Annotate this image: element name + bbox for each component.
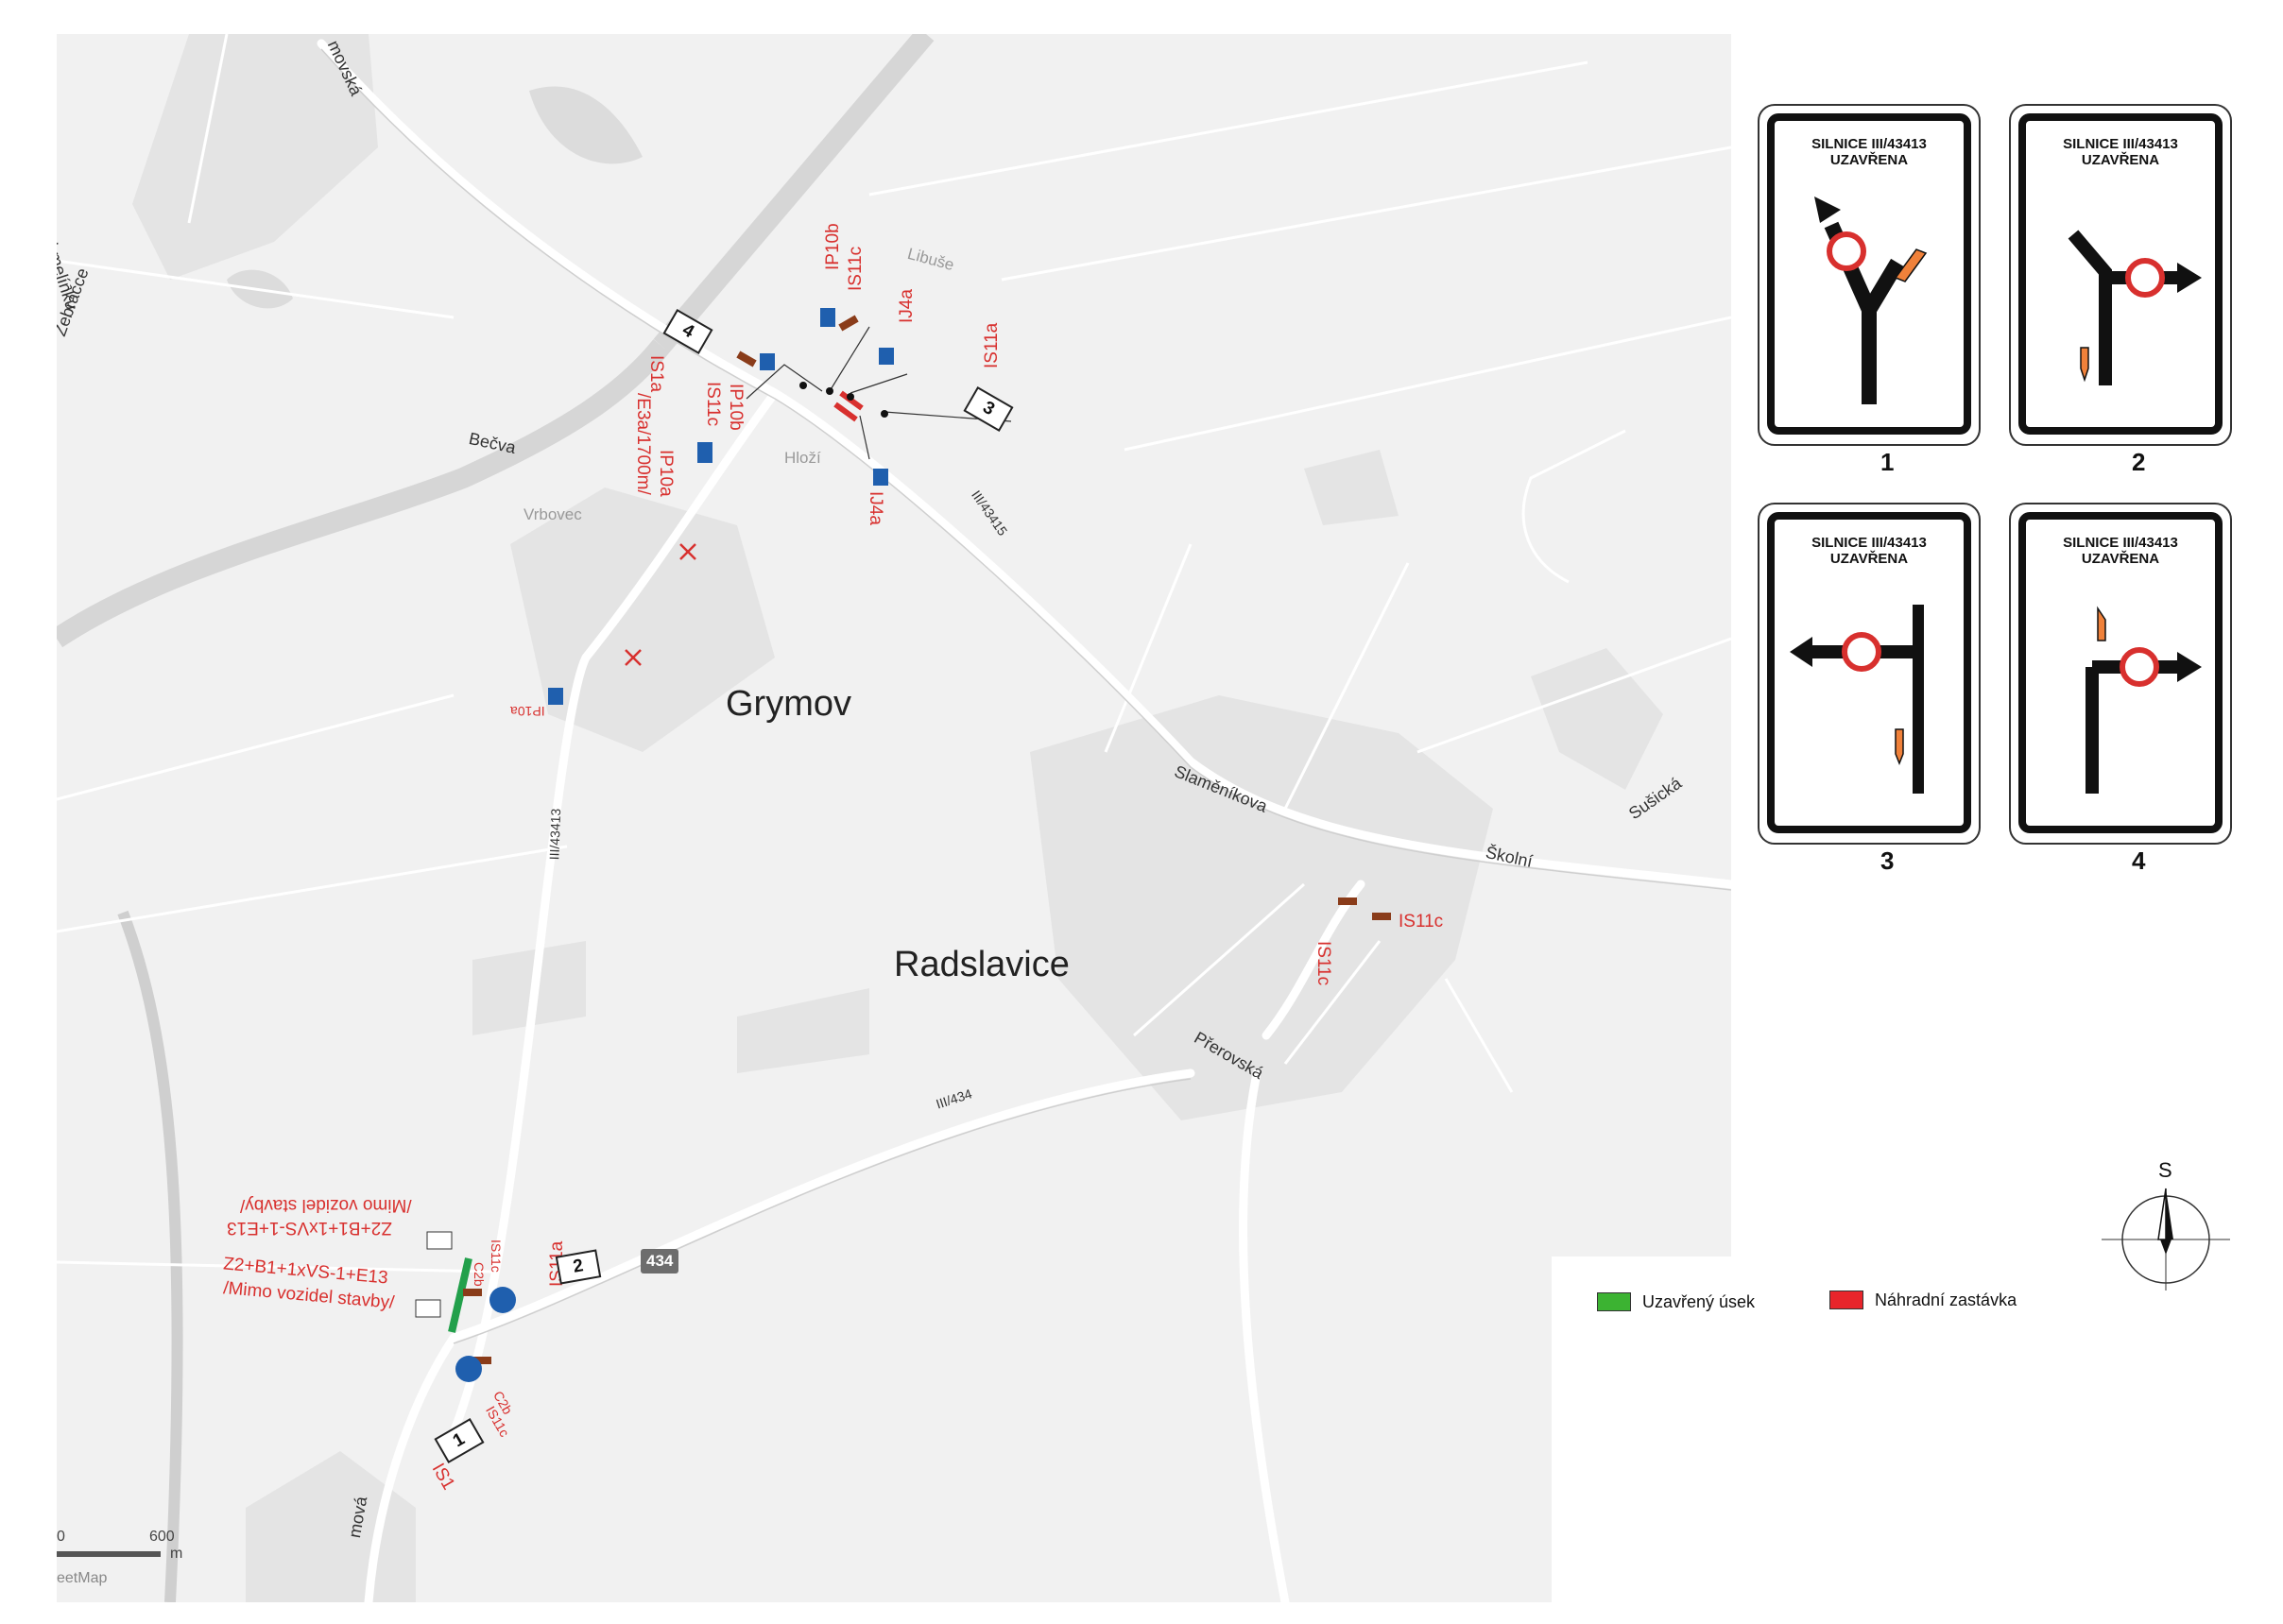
river-becva [57,339,670,648]
scale-label-right: 600 [149,1529,175,1545]
sign-z2-upper-line1: Z2+B1+1xVS-1+E13 [227,1218,392,1238]
scale-label-left: 0 [57,1529,65,1545]
leader-lines [746,326,1012,460]
legend-swatch-replacement-stop [1829,1291,1863,1309]
sign-is11c-radslavice-2: IS11c [1399,912,1444,932]
minor-roads [57,34,1731,1274]
sign-panel-3-diagram [1790,605,1924,794]
scale-unit: m [170,1546,183,1562]
town-radslavice: Radslavice [894,945,1070,984]
sign-is11c-left: IS11c [703,382,723,427]
sign-panel-4-number: 4 [2132,846,2146,875]
sign-ij4a-top: IJ4a [897,289,917,323]
closed-section-line[interactable] [448,1257,472,1333]
sign-ip10a-mid: IP10a [510,704,545,719]
sign-panel-1-diagram [1814,197,1928,404]
legend-swatch-closed-section [1597,1292,1631,1311]
sign-ip10b-left: IP10b [726,384,746,431]
sign-ij4a-mid: IJ4a [866,491,885,525]
sign-panel-4-diagram [2086,606,2202,794]
town-grymov: Grymov [726,684,851,724]
replacement-stops[interactable] [833,390,864,422]
map-canvas[interactable] [57,34,1731,1602]
route-shield-434: 434 [641,1249,679,1274]
sign-glyphs [415,308,1391,1382]
railway [117,910,183,1602]
sign-z2-upper-line2: /Mimo vozidel stavby/ [240,1195,412,1215]
pond [529,86,643,164]
sign-is1a-left: IS1a [646,355,666,393]
sign-is11c-a: IS11c [489,1239,504,1273]
compass-rose [2102,1188,2230,1291]
river-upper [653,34,935,353]
sign-ip10a-left: IP10a [656,450,676,497]
closure-x-marks [625,543,696,666]
sign-panel-1-number: 1 [1880,448,1895,476]
compass-label: S [2158,1158,2172,1182]
legend-label-closed-section: Uzavřený úsek [1642,1292,1756,1311]
anchor-dots [799,382,888,418]
road-iii-43413: III/43413 [546,808,564,861]
map-attribution: eetMap [57,1570,108,1586]
map-panel[interactable]: Grymov Radslavice Libuše Hloží Vrbovec N… [57,34,1731,1602]
sign-panel-2-number: 2 [2132,448,2146,476]
main-roads[interactable] [317,39,1731,1602]
sign-is11c-top: IS11c [846,246,866,291]
sign-e3a-left: /E3a/1700m/ [633,393,653,495]
landuse-areas [132,34,1663,1602]
sign-panel-3-number: 3 [1880,846,1895,875]
legend: Uzavřený úsek Náhradní zastávka [1552,1256,2270,1606]
sign-is11c-radslavice-1: IS11c [1313,941,1333,986]
sign-panel-2-diagram [2068,230,2202,385]
sign-ip10b-top: IP10b [823,223,843,270]
village-vrbovec: Vrbovec [524,505,582,523]
sign-is11a-top: IS11a [982,322,1002,368]
village-hlozi: Hloží [784,449,821,467]
legend-label-replacement-stop: Náhradní zastávka [1875,1291,2017,1309]
main-roads-casing [320,48,1731,1344]
scale-bar [57,1551,161,1557]
sign-c2b-a: C2b [472,1262,487,1287]
